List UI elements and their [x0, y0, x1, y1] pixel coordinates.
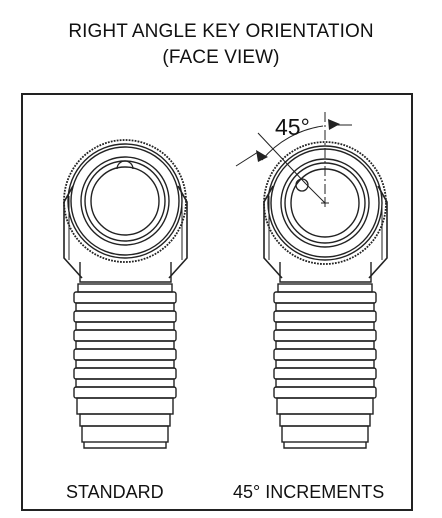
diagram-title-line1: RIGHT ANGLE KEY ORIENTATION	[68, 21, 374, 42]
diagram-title-line2: (FACE VIEW)	[162, 47, 280, 68]
drawing-frame	[21, 93, 413, 511]
increments-caption: 45° INCREMENTS	[233, 482, 385, 502]
standard-caption: STANDARD	[66, 482, 164, 502]
angle-label: 45°	[275, 114, 310, 140]
standard-connector	[63, 139, 188, 449]
rotated-key-connector	[235, 112, 388, 449]
